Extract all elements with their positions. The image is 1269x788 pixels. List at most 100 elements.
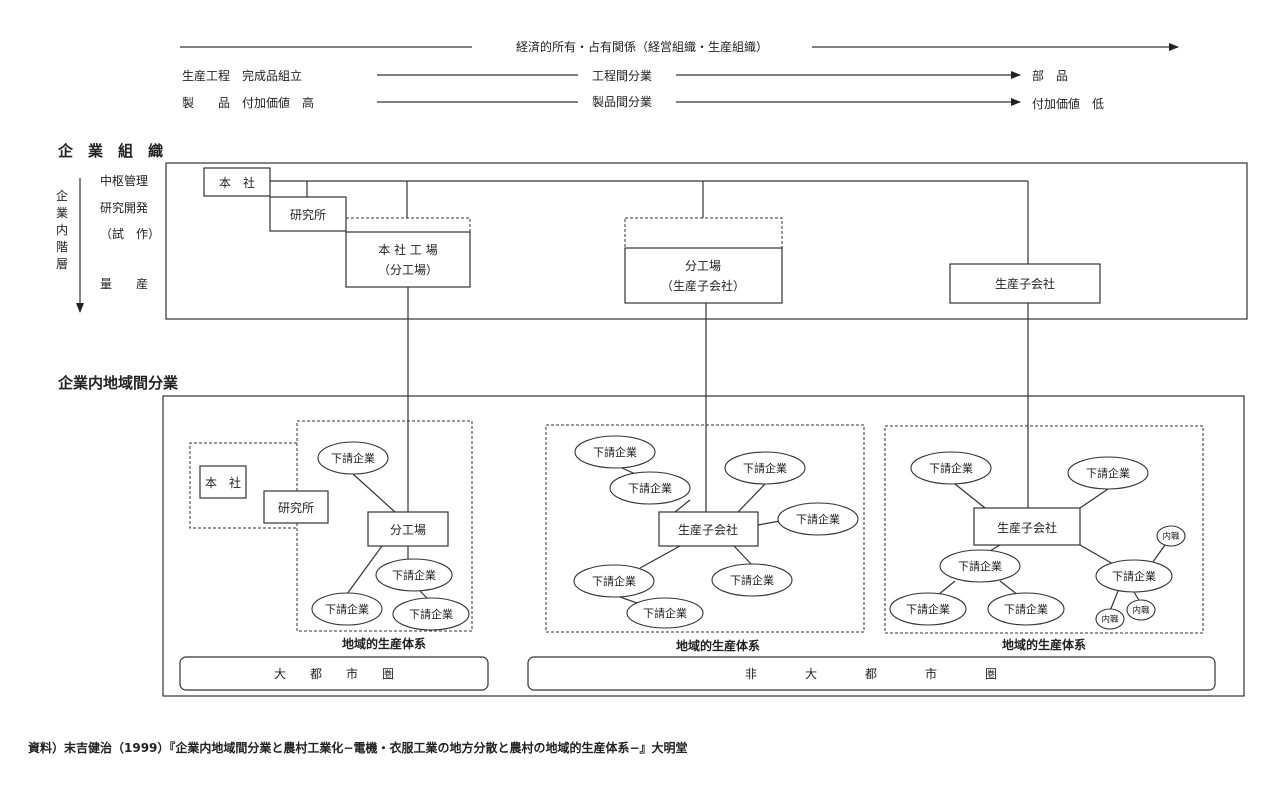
subcontractor-label: 下請企業 (1004, 602, 1048, 616)
homework-label: 内職 (1101, 614, 1119, 625)
org-branch-trial (624, 217, 783, 249)
metro-hq-box (199, 465, 247, 499)
subcontractor-ellipse (910, 451, 992, 485)
org-hq-label: 本 社 (219, 175, 255, 190)
subcontractor-label: 下請企業 (1112, 569, 1156, 583)
process-label: 生産工程 完成品組立 (182, 68, 302, 83)
subcontractor-label: 下請企業 (592, 574, 636, 588)
org-subsidiary-box (949, 263, 1101, 304)
homework-label: 内職 (1132, 605, 1150, 616)
metro-region: 本 社 研究所 分工場 下請企業 下請企業 下請企業 下請企業 地域的生産体系 … (179, 420, 489, 691)
level-labels: 中枢管理 研究開発 （試 作） 量 産 (100, 173, 160, 291)
subcontractor-ellipse (317, 441, 389, 475)
nonmetro-area-label: 非 大 都 市 圏 (745, 666, 997, 681)
parts-label: 部 品 (1032, 68, 1068, 83)
subcontractor-label: 下請企業 (643, 606, 687, 620)
org-hq-factory-trial (345, 217, 471, 233)
system-label: 地域的生産体系 (676, 638, 760, 653)
axis-char-2: 業 (56, 206, 68, 220)
subcontractor-ellipse (311, 592, 383, 626)
subcontractor-ellipse (777, 502, 859, 536)
subcontractor-label: 下請企業 (628, 481, 672, 495)
section1-heading: 企 業 組 織 (57, 142, 163, 160)
process-division-label: 工程間分業 (592, 68, 652, 83)
subcontractor-ellipse (889, 592, 967, 626)
section2-heading: 企業内地域間分業 (57, 374, 179, 392)
org-branch-label-1: 分工場 (685, 259, 721, 273)
subcontractor-ellipse (939, 549, 1021, 583)
org-lab-box (269, 196, 347, 232)
level-central: 中枢管理 (100, 173, 148, 188)
subcontractor-ellipse (1095, 559, 1173, 593)
subcontractor-ellipse (609, 471, 691, 505)
metro-branch-label: 分工場 (390, 523, 426, 537)
metro-area-band (179, 656, 489, 691)
subcontractor-ellipse (711, 563, 793, 597)
axis-char-3: 内 (56, 223, 68, 237)
level-trial: （試 作） (100, 226, 160, 241)
subcontractor-ellipse (375, 558, 453, 592)
nonmetro-subsidiary-label-b: 生産子会社 (997, 520, 1057, 535)
level-mass: 量 産 (100, 276, 148, 291)
subcontractor-label: 下請企業 (958, 559, 1002, 573)
nonmetro-subsidiary-box-b (973, 507, 1081, 546)
system-label: 地域的生産体系 (1002, 637, 1086, 652)
org-branch-box (624, 247, 783, 304)
org-hq-box (203, 167, 271, 197)
subcontractor-label: 下請企業 (331, 451, 375, 465)
subcontractor-label: 下請企業 (392, 568, 436, 582)
org-connectors (270, 180, 1029, 264)
subcontractor-label: 下請企業 (929, 461, 973, 475)
subcontractor-label: 下請企業 (730, 573, 774, 587)
subcontractor-ellipse (574, 435, 656, 469)
subcontractor-ellipse (1067, 456, 1149, 490)
axis-char-4: 階 (56, 239, 68, 254)
nonmetro-region-b: 生産子会社 下請企業 下請企業 下請企業 下請企業 下請企業 下請企業 内職 内… (884, 425, 1204, 652)
org-hq-factory-label-1: 本 社 工 場 (378, 242, 437, 257)
product-label: 製 品 付加価値 高 (182, 95, 314, 110)
org-hq-factory-label-2: （分工場） (378, 263, 438, 277)
hq-dashed-area (189, 442, 297, 529)
homework-ellipse (1156, 525, 1186, 547)
region-frame (162, 395, 1245, 697)
subcontractor-ellipse (987, 592, 1065, 626)
homework-ellipse (1126, 599, 1156, 621)
subcontractor-label: 下請企業 (409, 607, 453, 621)
metro-area-label: 大 都 市 圏 (274, 666, 394, 681)
subcontractor-ellipse (626, 597, 704, 629)
inter-section-links (407, 287, 1029, 512)
source-note: 資料）末吉健治（1999）『企業内地域間分業と農村工業化−電機・衣服工業の地方分… (28, 740, 688, 755)
subcontractor-label: 下請企業 (1086, 466, 1130, 480)
homework-label: 内職 (1162, 531, 1180, 542)
nonmetro-subsidiary-label-a: 生産子会社 (678, 522, 738, 537)
subcontractor-label: 下請企業 (325, 602, 369, 616)
metro-lab-label: 研究所 (278, 500, 314, 515)
top-flow: 経済的所有・占有関係（経営組織・生産組織） 生産工程 完成品組立 工程間分業 部… (180, 39, 1179, 111)
subcontractor-label: 下請企業 (743, 461, 787, 475)
org-lab-label: 研究所 (290, 207, 326, 222)
hierarchy-axis: 企 業 内 階 層 (56, 178, 84, 313)
subcontractor-label: 下請企業 (593, 445, 637, 459)
metro-branch-box (367, 511, 449, 547)
level-research: 研究開発 (100, 200, 148, 215)
low-value-label: 付加価値 低 (1032, 96, 1104, 111)
product-division-label: 製品間分業 (592, 95, 652, 109)
org-hq-factory-box (345, 231, 471, 288)
ownership-label: 経済的所有・占有関係（経営組織・生産組織） (516, 39, 768, 54)
subcontractor-label: 下請企業 (796, 512, 840, 526)
system-label: 地域的生産体系 (342, 636, 426, 651)
org-subsidiary-label: 生産子会社 (995, 276, 1055, 291)
nonmetro-system-area-b (884, 425, 1204, 634)
nonmetro-region-a: 生産子会社 下請企業 下請企業 下請企業 下請企業 下請企業 下請企業 下請企業… (545, 424, 865, 653)
subcontractor-ellipse (573, 564, 655, 598)
org-branch-label-2: （生産子会社） (661, 278, 745, 293)
nonmetro-system-area-a (545, 424, 865, 633)
axis-char-1: 企 (56, 188, 68, 203)
homework-ellipse (1095, 608, 1125, 630)
subcontractor-label: 下請企業 (906, 602, 950, 616)
metro-system-area (296, 420, 473, 632)
nonmetro-subsidiary-box-a (658, 511, 759, 547)
subcontractor-ellipse (392, 597, 470, 631)
metro-hq-label: 本 社 (205, 475, 241, 490)
